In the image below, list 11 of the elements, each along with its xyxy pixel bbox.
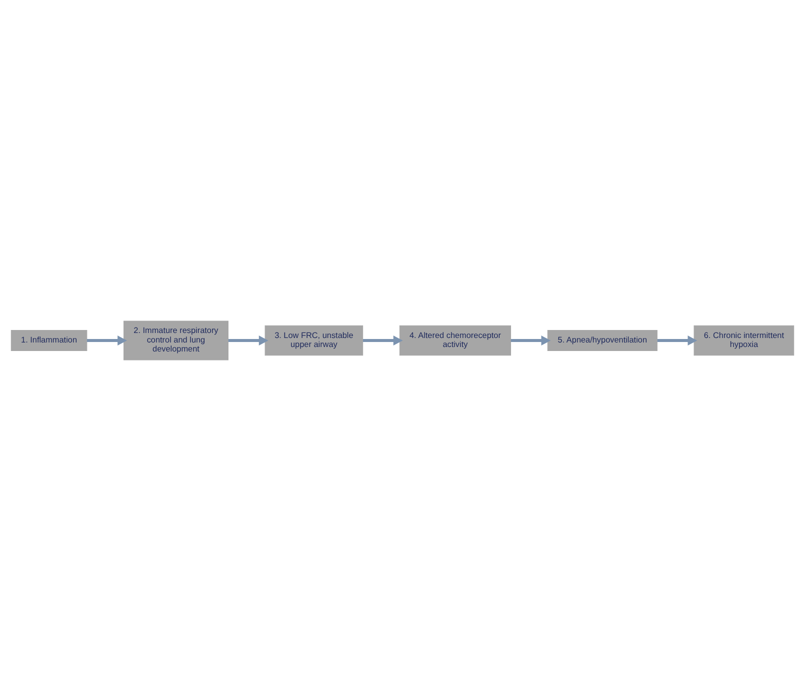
- node-box: 5. Apnea/hypoventilation: [547, 330, 658, 351]
- arrow: [86, 336, 127, 346]
- arrow: [362, 336, 403, 346]
- node-box: 2. Immature respiratory control and lung development: [124, 320, 228, 360]
- node-box: 6. Chronic intermittent hypoxia: [694, 325, 794, 356]
- node-box: 4. Altered chemoreceptor activity: [399, 325, 512, 356]
- arrow: [657, 336, 698, 346]
- node-box: 1. Inflammation: [10, 330, 88, 351]
- arrow: [228, 336, 268, 346]
- node-box: 3. Low FRC, unstable upper airway: [264, 325, 364, 356]
- arrow: [510, 336, 551, 346]
